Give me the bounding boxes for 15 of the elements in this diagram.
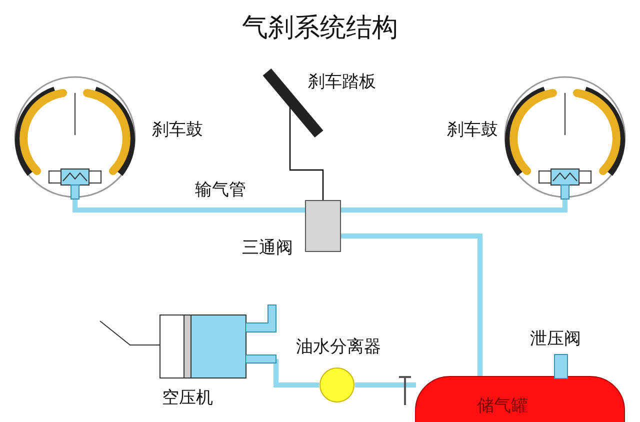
tank-label: 储气罐 xyxy=(477,396,528,416)
title: 气刹系统结构 xyxy=(241,12,399,44)
part-label: 刹车鼓 xyxy=(152,120,203,140)
air-pipe xyxy=(355,382,416,388)
air-pipe xyxy=(72,199,305,212)
air-pipe xyxy=(274,359,319,388)
part-label: 空压机 xyxy=(162,388,213,408)
part-label: 三通阀 xyxy=(242,238,293,258)
edge-label: 输气管 xyxy=(195,180,246,200)
part-label: 刹车鼓 xyxy=(447,120,498,140)
part-label: 泄压阀 xyxy=(530,329,581,349)
part-label: 刹车踏板 xyxy=(308,72,376,92)
air-pipe xyxy=(341,234,482,377)
air-pipe xyxy=(341,199,568,212)
part-label: 油水分离器 xyxy=(296,337,381,357)
